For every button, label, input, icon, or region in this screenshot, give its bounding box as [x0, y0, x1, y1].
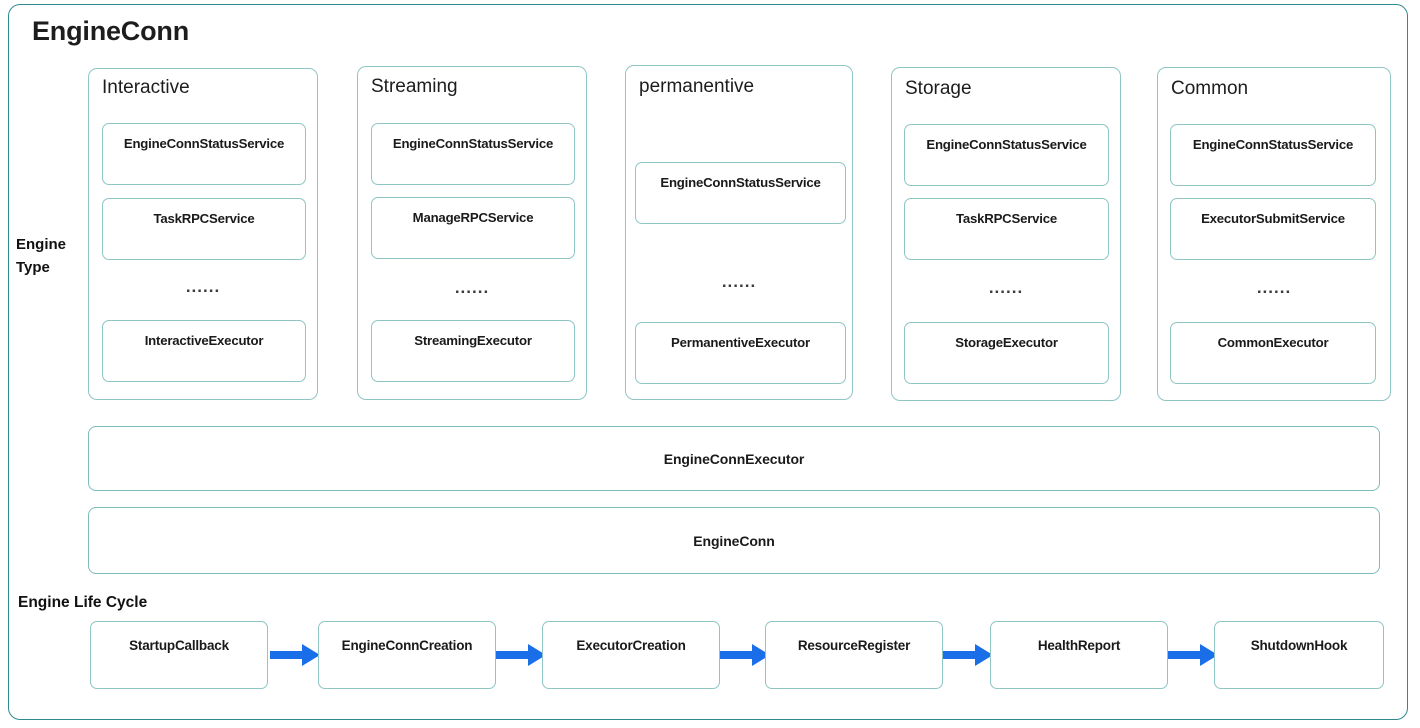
flow-arrow-icon	[270, 644, 320, 666]
engine-life-cycle-row-label: Engine Life Cycle	[18, 594, 148, 611]
ellipsis-indicator: ......	[988, 278, 1024, 297]
ellipsis-indicator: ......	[721, 272, 757, 291]
executor-box[interactable]: InteractiveExecutor	[102, 320, 306, 382]
executor-label: CommonExecutor	[1217, 335, 1329, 350]
lifecycle-step-label: HealthReport	[1037, 638, 1121, 653]
service-box[interactable]: EngineConnStatusService	[904, 124, 1109, 186]
executor-label: StreamingExecutor	[414, 333, 532, 348]
engine-type-title: Common	[1171, 78, 1249, 99]
layer-label: EngineConnExecutor	[663, 450, 805, 467]
executor-box[interactable]: StreamingExecutor	[371, 320, 575, 382]
engine-type-column-permanentive[interactable]: permanentive EngineConnStatusService ...…	[625, 65, 853, 400]
service-box[interactable]: EngineConnStatusService	[1170, 124, 1376, 186]
engine-type-column-common[interactable]: Common EngineConnStatusService ExecutorS…	[1157, 67, 1391, 401]
executor-label: PermanentiveExecutor	[671, 335, 810, 350]
service-label: ExecutorSubmitService	[1201, 211, 1345, 226]
service-box[interactable]: TaskRPCService	[904, 198, 1109, 260]
engine-type-column-interactive[interactable]: Interactive EngineConnStatusService Task…	[88, 68, 318, 400]
service-label: ManageRPCService	[412, 210, 534, 225]
engine-type-title: Streaming	[371, 76, 458, 97]
lifecycle-step-shutdownhook[interactable]: ShutdownHook	[1214, 621, 1384, 689]
executor-box[interactable]: PermanentiveExecutor	[635, 322, 846, 384]
service-label: TaskRPCService	[153, 211, 255, 226]
service-label: TaskRPCService	[955, 211, 1058, 226]
layer-bar-engineconn[interactable]: EngineConn	[88, 507, 1380, 574]
lifecycle-step-startupcallback[interactable]: StartupCallback	[90, 621, 268, 689]
lifecycle-step-resourceregister[interactable]: ResourceRegister	[765, 621, 943, 689]
engine-type-title: Storage	[905, 78, 972, 99]
engine-type-row-label-line2: Type	[16, 259, 50, 277]
ellipsis-indicator: ......	[454, 278, 490, 297]
service-label: EngineConnStatusService	[926, 137, 1087, 152]
lifecycle-step-label: ResourceRegister	[797, 638, 911, 653]
flow-arrow-icon	[1168, 644, 1218, 666]
service-label: EngineConnStatusService	[1192, 137, 1354, 152]
ellipsis-indicator: ......	[185, 277, 221, 296]
lifecycle-step-label: EngineConnCreation	[341, 638, 473, 653]
lifecycle-step-healthreport[interactable]: HealthReport	[990, 621, 1168, 689]
service-box[interactable]: ManageRPCService	[371, 197, 575, 259]
engine-type-title: Interactive	[102, 77, 190, 98]
service-box[interactable]: ExecutorSubmitService	[1170, 198, 1376, 260]
flow-arrow-icon	[496, 644, 546, 666]
executor-box[interactable]: StorageExecutor	[904, 322, 1109, 384]
engine-type-column-storage[interactable]: Storage EngineConnStatusService TaskRPCS…	[891, 67, 1121, 401]
service-box[interactable]: TaskRPCService	[102, 198, 306, 260]
executor-label: StorageExecutor	[955, 335, 1058, 350]
lifecycle-step-label: ShutdownHook	[1250, 638, 1348, 653]
service-box[interactable]: EngineConnStatusService	[635, 162, 846, 224]
lifecycle-step-label: StartupCallback	[129, 638, 229, 653]
layer-bar-engineconnexecutor[interactable]: EngineConnExecutor	[88, 426, 1380, 491]
executor-box[interactable]: CommonExecutor	[1170, 322, 1376, 384]
page-title: EngineConn	[32, 16, 189, 46]
service-label: EngineConnStatusService	[123, 136, 285, 151]
lifecycle-step-label: ExecutorCreation	[576, 638, 686, 653]
service-label: EngineConnStatusService	[660, 175, 821, 190]
flow-arrow-icon	[720, 644, 770, 666]
layer-label: EngineConn	[693, 532, 775, 549]
service-box[interactable]: EngineConnStatusService	[371, 123, 575, 185]
engine-type-column-streaming[interactable]: Streaming EngineConnStatusService Manage…	[357, 66, 587, 400]
lifecycle-step-engineconncreation[interactable]: EngineConnCreation	[318, 621, 496, 689]
ellipsis-indicator: ......	[1256, 278, 1292, 297]
engine-type-row-label-line1: Engine	[16, 236, 67, 253]
lifecycle-step-executorcreation[interactable]: ExecutorCreation	[542, 621, 720, 689]
flow-arrow-icon	[943, 644, 993, 666]
service-label: EngineConnStatusService	[392, 136, 554, 151]
executor-label: InteractiveExecutor	[144, 333, 264, 348]
service-box[interactable]: EngineConnStatusService	[102, 123, 306, 185]
engine-type-title: permanentive	[639, 76, 755, 97]
